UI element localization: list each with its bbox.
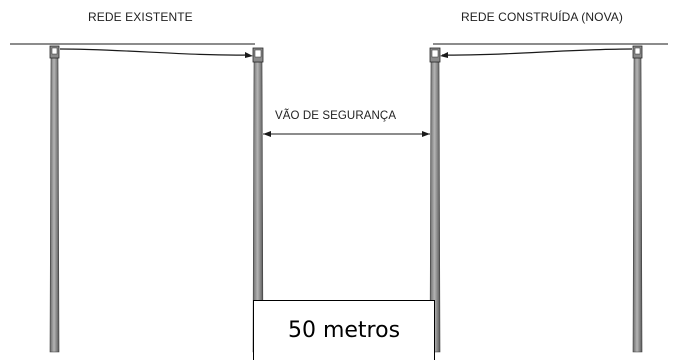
pole-existing-end xyxy=(49,45,60,353)
pole-existing-gap xyxy=(245,47,264,353)
existing-conductor xyxy=(59,48,249,56)
existing-network-label: REDE EXISTENTE xyxy=(88,10,193,24)
distance-label-box: 50 metros xyxy=(253,300,435,360)
new-network-label: REDE CONSTRUÍDA (NOVA) xyxy=(461,10,623,24)
safety-span-label: VÃO DE SEGURANÇA xyxy=(275,110,397,122)
distance-label: 50 metros xyxy=(287,318,401,343)
pole-new-gap xyxy=(429,47,448,353)
pole-new-end xyxy=(632,45,643,353)
new-conductor xyxy=(441,48,633,56)
safety-span-dimension xyxy=(263,131,430,137)
